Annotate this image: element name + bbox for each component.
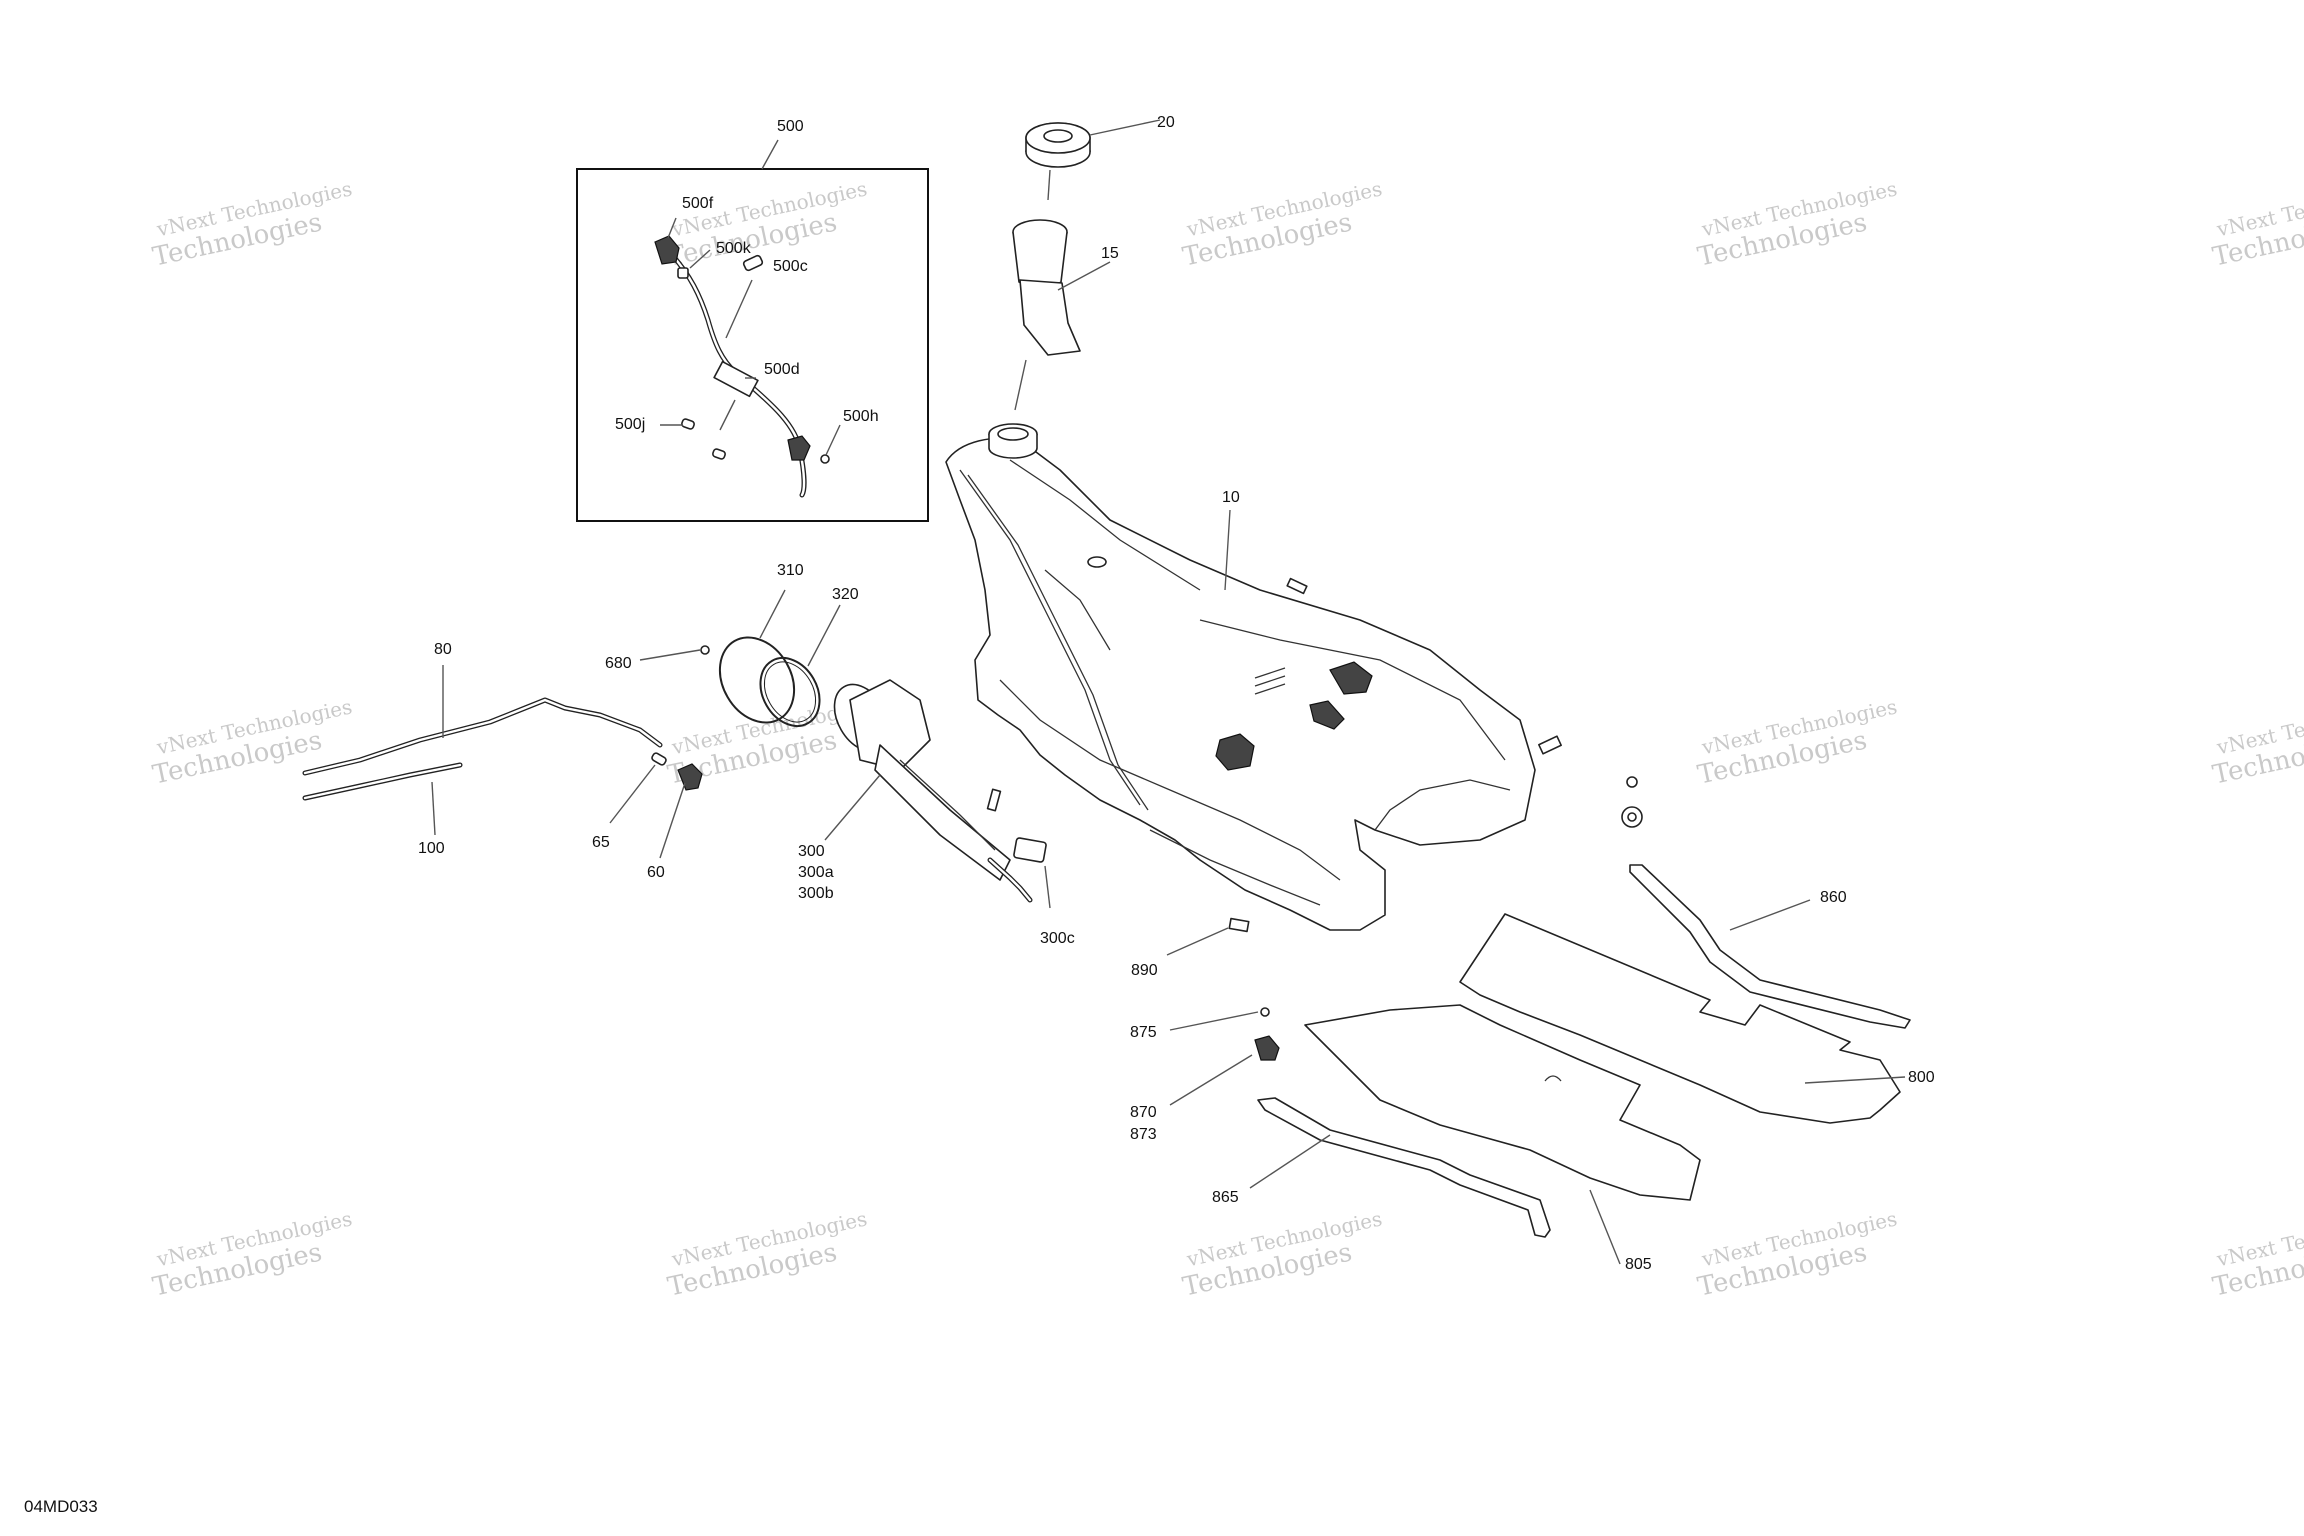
line-100 (302, 762, 463, 836)
callout-20: 20 (1157, 114, 1175, 131)
fuel-tank-10 (945, 423, 1536, 931)
callout-300a: 300a (798, 864, 834, 881)
callout-310: 310 (777, 562, 804, 579)
callout-890: 890 (1131, 962, 1158, 979)
callout-873: 873 (1130, 1126, 1157, 1143)
callout-15: 15 (1101, 245, 1119, 262)
skid-plate-800 (1459, 913, 1906, 1124)
callout-80: 80 (434, 641, 452, 658)
bracket-860 (1621, 776, 1911, 1029)
callouts: 500 500f 500k 500c 500d 500j 500h 20 15 … (418, 114, 1935, 1273)
callout-865: 865 (1212, 1189, 1239, 1206)
detail-box-500 (576, 139, 929, 522)
skid-plate-805 (1304, 1004, 1701, 1265)
callout-800: 800 (1908, 1069, 1935, 1086)
bracket-865 (1249, 1097, 1551, 1238)
diagram-code: 04MD033 (24, 1497, 98, 1516)
callout-10: 10 (1222, 489, 1240, 506)
callout-300b: 300b (798, 885, 834, 902)
callout-500c: 500c (773, 258, 808, 275)
callout-320: 320 (832, 586, 859, 603)
callout-870: 870 (1130, 1104, 1157, 1121)
callout-300c: 300c (1040, 930, 1075, 947)
callout-500d: 500d (764, 361, 800, 378)
ring-320 (759, 604, 841, 727)
callout-875: 875 (1130, 1024, 1157, 1041)
fuel-pump-300 (824, 679, 1051, 909)
callout-500h: 500h (843, 408, 879, 425)
callout-500k: 500k (716, 240, 752, 257)
pads (986, 577, 1562, 956)
callout-500: 500 (777, 118, 804, 135)
fuel-line-80 (302, 665, 663, 776)
callout-860: 860 (1820, 889, 1847, 906)
callout-65: 65 (592, 834, 610, 851)
callout-680: 680 (605, 655, 632, 672)
callout-300: 300 (798, 843, 825, 860)
filler-cap-20 (1025, 119, 1161, 201)
screw-680 (639, 645, 710, 661)
fitting-60-65 (609, 752, 703, 859)
filler-neck-15 (1012, 219, 1111, 411)
clip-870-875 (1169, 1007, 1280, 1106)
callout-805: 805 (1625, 1256, 1652, 1273)
callout-100: 100 (418, 840, 445, 857)
callout-500j: 500j (615, 416, 645, 433)
callout-500f: 500f (682, 195, 714, 212)
callout-60: 60 (647, 864, 665, 881)
